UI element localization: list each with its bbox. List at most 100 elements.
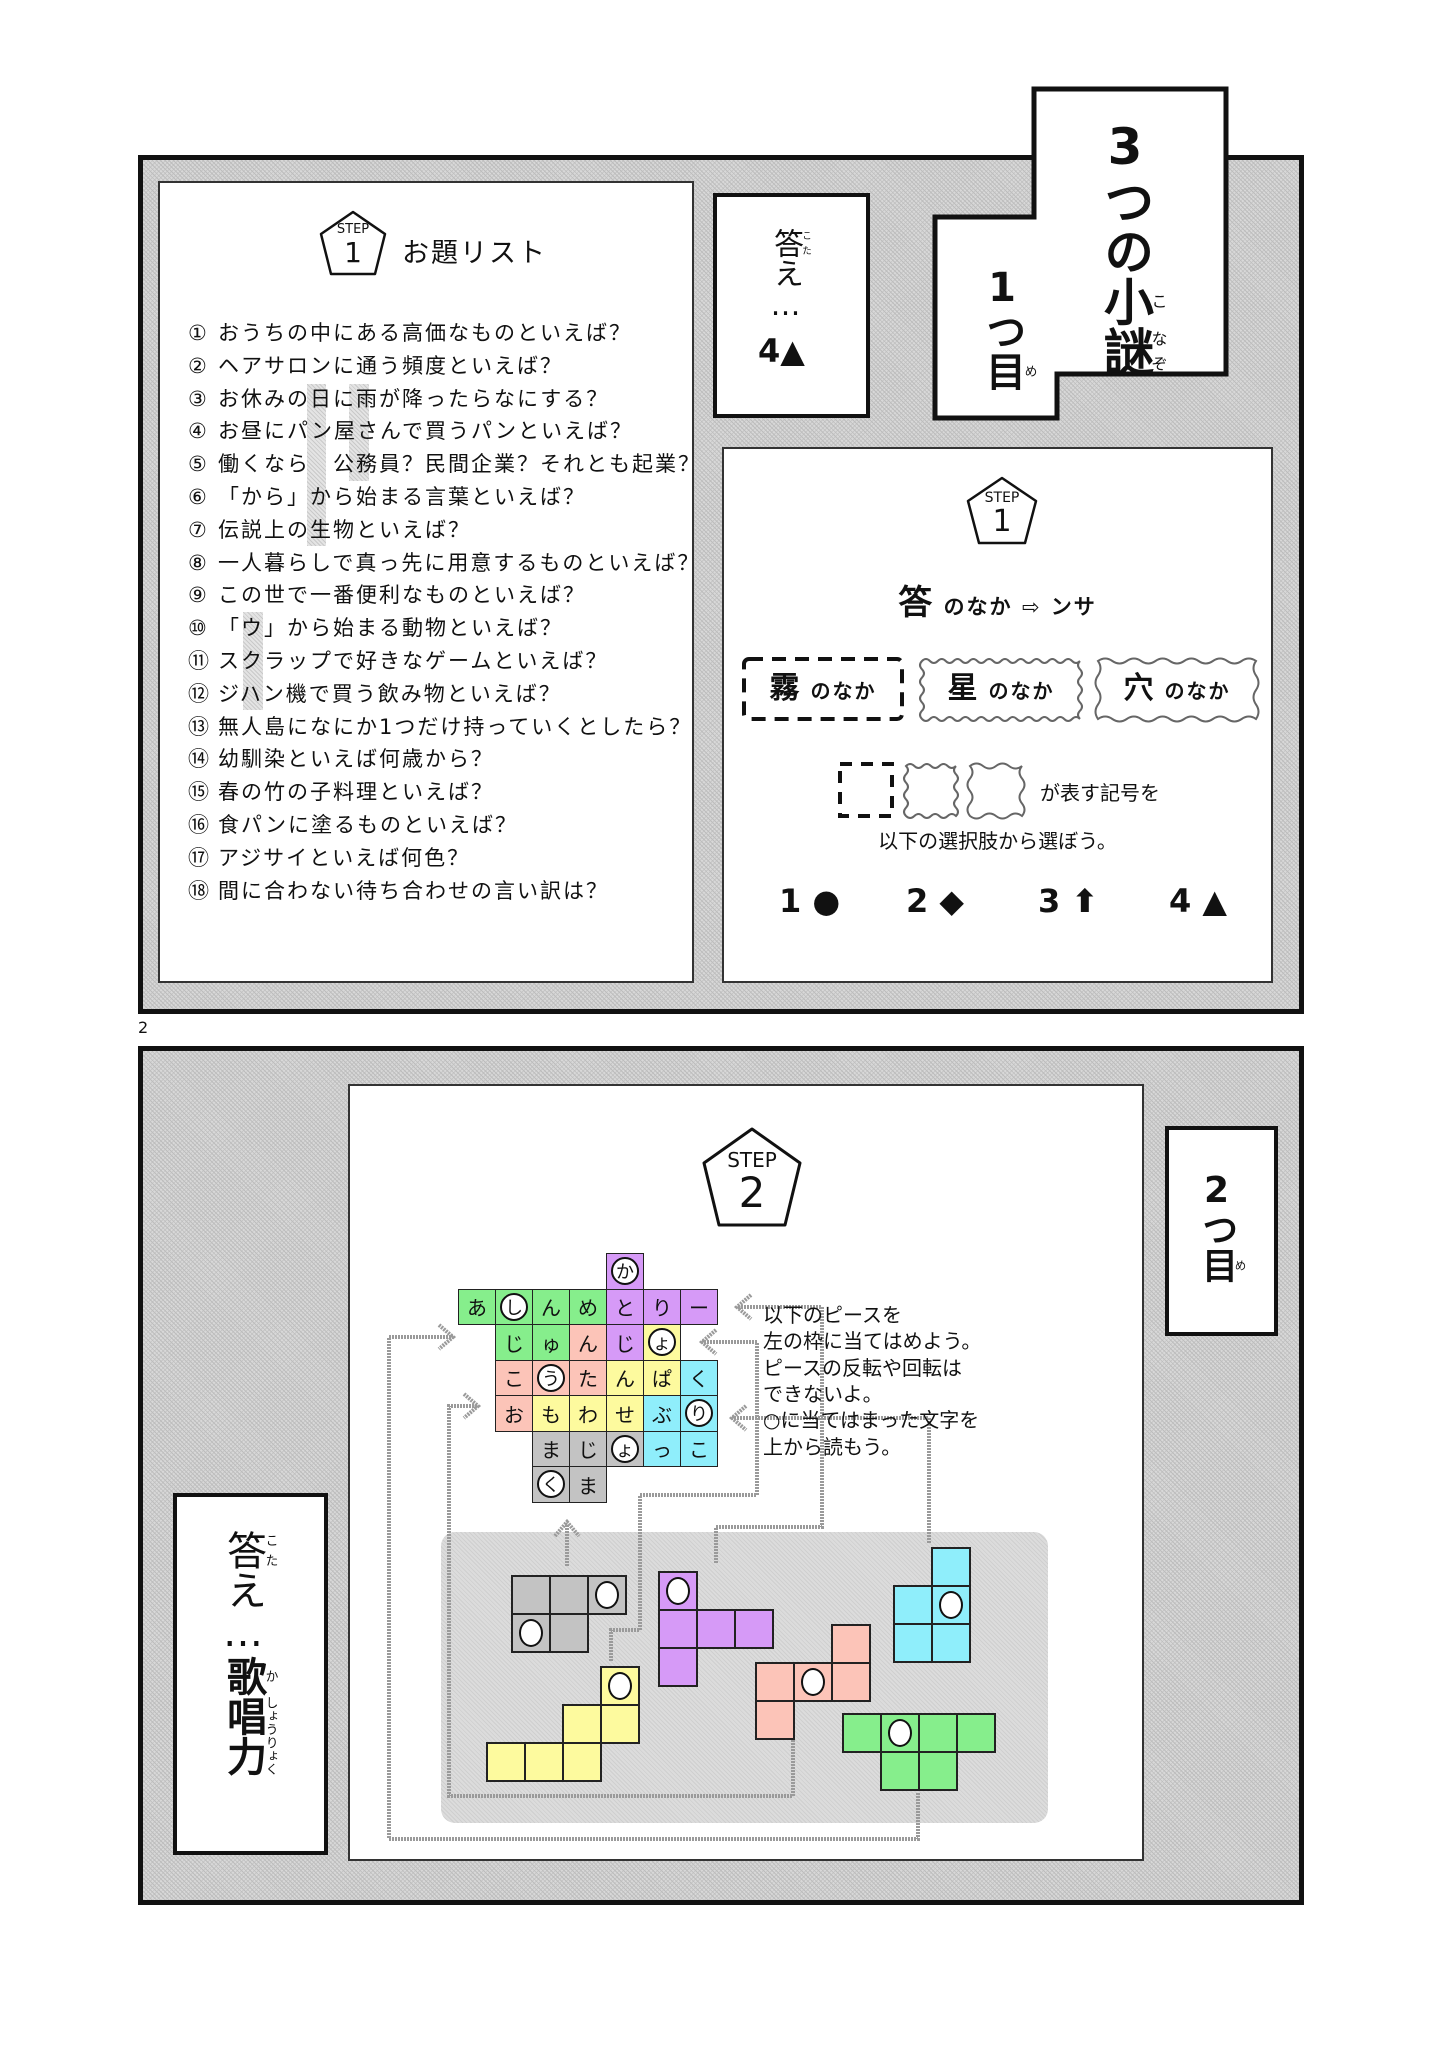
grid-cell: ま <box>532 1430 570 1467</box>
piece-cell <box>755 1700 795 1740</box>
clue-box-hoshi: 星 のなか <box>947 671 1055 706</box>
answer-box-2 <box>173 1493 328 1855</box>
arrow-purple-piece <box>714 1305 824 1563</box>
grid-cell: ー <box>680 1288 718 1325</box>
step-2-label: STEP <box>727 1148 777 1172</box>
item-text: この世で一番便利なものといえば？ <box>218 583 586 608</box>
piece-cell <box>549 1575 589 1615</box>
choice-3: 3 ⬆ <box>1038 882 1099 920</box>
piece-cell <box>587 1575 627 1615</box>
grid-cell: と <box>606 1288 644 1325</box>
piece-hole-icon <box>595 1581 619 1609</box>
item-number: ⑪ <box>188 649 211 673</box>
answer-2-value: 歌か <box>220 1656 278 1696</box>
letter: こ <box>504 1367 524 1392</box>
item-number: ⑥ <box>188 485 209 509</box>
grid-cell: ょ <box>643 1324 681 1361</box>
item-text: 食パンに塗るものといえば？ <box>218 813 519 837</box>
piece-cell <box>831 1662 871 1702</box>
sub2-label: 2つ目め <box>1196 1170 1248 1283</box>
item-number: ⑧ <box>188 550 209 575</box>
wavy-frame <box>966 762 1026 820</box>
piece-cell <box>486 1742 526 1782</box>
step-1-puzzle-number: 1 <box>992 504 1012 539</box>
item-text: 一人暮らしで真っ先に用意するものといえば？ <box>218 550 701 575</box>
grid-cell: わ <box>569 1395 607 1432</box>
piece-cell <box>734 1609 774 1649</box>
item-text: 「から」から始まる言葉といえば？ <box>218 485 586 509</box>
highlight-column <box>243 612 263 710</box>
letter: り <box>652 1296 672 1321</box>
diamond-icon: ◆ <box>939 882 965 920</box>
letter: め <box>578 1296 598 1321</box>
arrow-cyan-piece <box>732 1416 931 1543</box>
wavy-frame <box>903 763 959 819</box>
piece-hole-icon <box>608 1672 632 1700</box>
letter: ゅ <box>541 1331 561 1356</box>
title-me: 目め <box>979 351 1037 391</box>
arrow-green-piece <box>387 1335 920 1841</box>
step-1-puzzle-label: STEP <box>984 490 1020 506</box>
item-text: 働くなら 公務員？民間企業？それとも起業？ <box>218 452 701 477</box>
grid-cell: じ <box>495 1324 533 1361</box>
grid-cell: か <box>606 1253 644 1290</box>
circled-letter: し <box>500 1292 528 1321</box>
topic-list-item: ⑩「ウ」から始まる動物といえば？ <box>188 613 563 643</box>
item-number: ① <box>188 321 209 345</box>
wavy-frame <box>919 658 1083 722</box>
arrow-pink-piece <box>447 1404 795 1798</box>
instruction-line: 上から読もう。 <box>763 1434 902 1459</box>
item-number: ⑬ <box>188 714 211 739</box>
grid-cell: り <box>680 1395 718 1432</box>
item-number: ⑭ <box>188 747 211 772</box>
item-number: ⑫ <box>188 681 211 706</box>
title-sub: 1つ目め <box>979 265 1037 391</box>
letter: も <box>541 1402 561 1427</box>
grid-cell: せ <box>606 1395 644 1432</box>
instruction-line: できないよ。 <box>763 1381 883 1406</box>
triangle-icon: ▲ <box>1202 882 1228 920</box>
step-1-puzzle-badge <box>966 476 1038 545</box>
letter: ん <box>578 1331 598 1356</box>
title-ko: 小こ <box>1096 276 1168 326</box>
grid-cell: っ <box>643 1430 681 1467</box>
choice-4: 4 ▲ <box>1169 882 1228 920</box>
piece-cell <box>600 1704 640 1744</box>
sub2-box <box>1165 1126 1278 1336</box>
answer-2-label: 答こたえ…歌か唱しょう力りょく <box>220 1530 278 1776</box>
item-text: ジハン機で買う飲み物といえば？ <box>218 681 562 706</box>
arrow-icon: ⇨ <box>1021 595 1042 619</box>
letter: あ <box>467 1296 487 1321</box>
grid-cell: く <box>680 1359 718 1396</box>
piece-cell <box>658 1647 698 1687</box>
letter: こ <box>689 1438 709 1463</box>
item-text: お休みの日に雨が降ったらなにする？ <box>218 386 610 411</box>
piece-cell <box>880 1751 920 1791</box>
grid-cell: う <box>532 1359 570 1396</box>
highlight-column <box>307 384 326 546</box>
grid-cell: お <box>495 1395 533 1432</box>
arrow-up-icon: ⬆ <box>1071 882 1099 920</box>
piece-cell <box>600 1666 640 1706</box>
item-number: ⑨ <box>188 583 209 608</box>
piece-hole-icon <box>939 1591 963 1619</box>
topic-list-item: ⑭ 幼馴染といえば何歳から？ <box>188 744 494 774</box>
title-nazo: 謎なぞ <box>1096 326 1168 376</box>
piece-cell <box>931 1623 971 1663</box>
instruction-line: ピースの反転や回転は <box>763 1355 962 1380</box>
letter: ぶ <box>652 1402 672 1427</box>
step-1-label: STEP <box>336 222 370 237</box>
item-number: ⑰ <box>188 845 211 870</box>
piece-hole-icon <box>666 1577 690 1605</box>
item-text: 幼馴染といえば何歳から？ <box>218 747 494 772</box>
instruction-line: ○に当てはまった文字を <box>763 1408 980 1433</box>
piece-cell <box>562 1704 602 1744</box>
choice-2: 2 ◆ <box>906 882 965 920</box>
letter: ん <box>615 1367 635 1392</box>
topic-list-heading: お題リスト <box>402 238 547 269</box>
